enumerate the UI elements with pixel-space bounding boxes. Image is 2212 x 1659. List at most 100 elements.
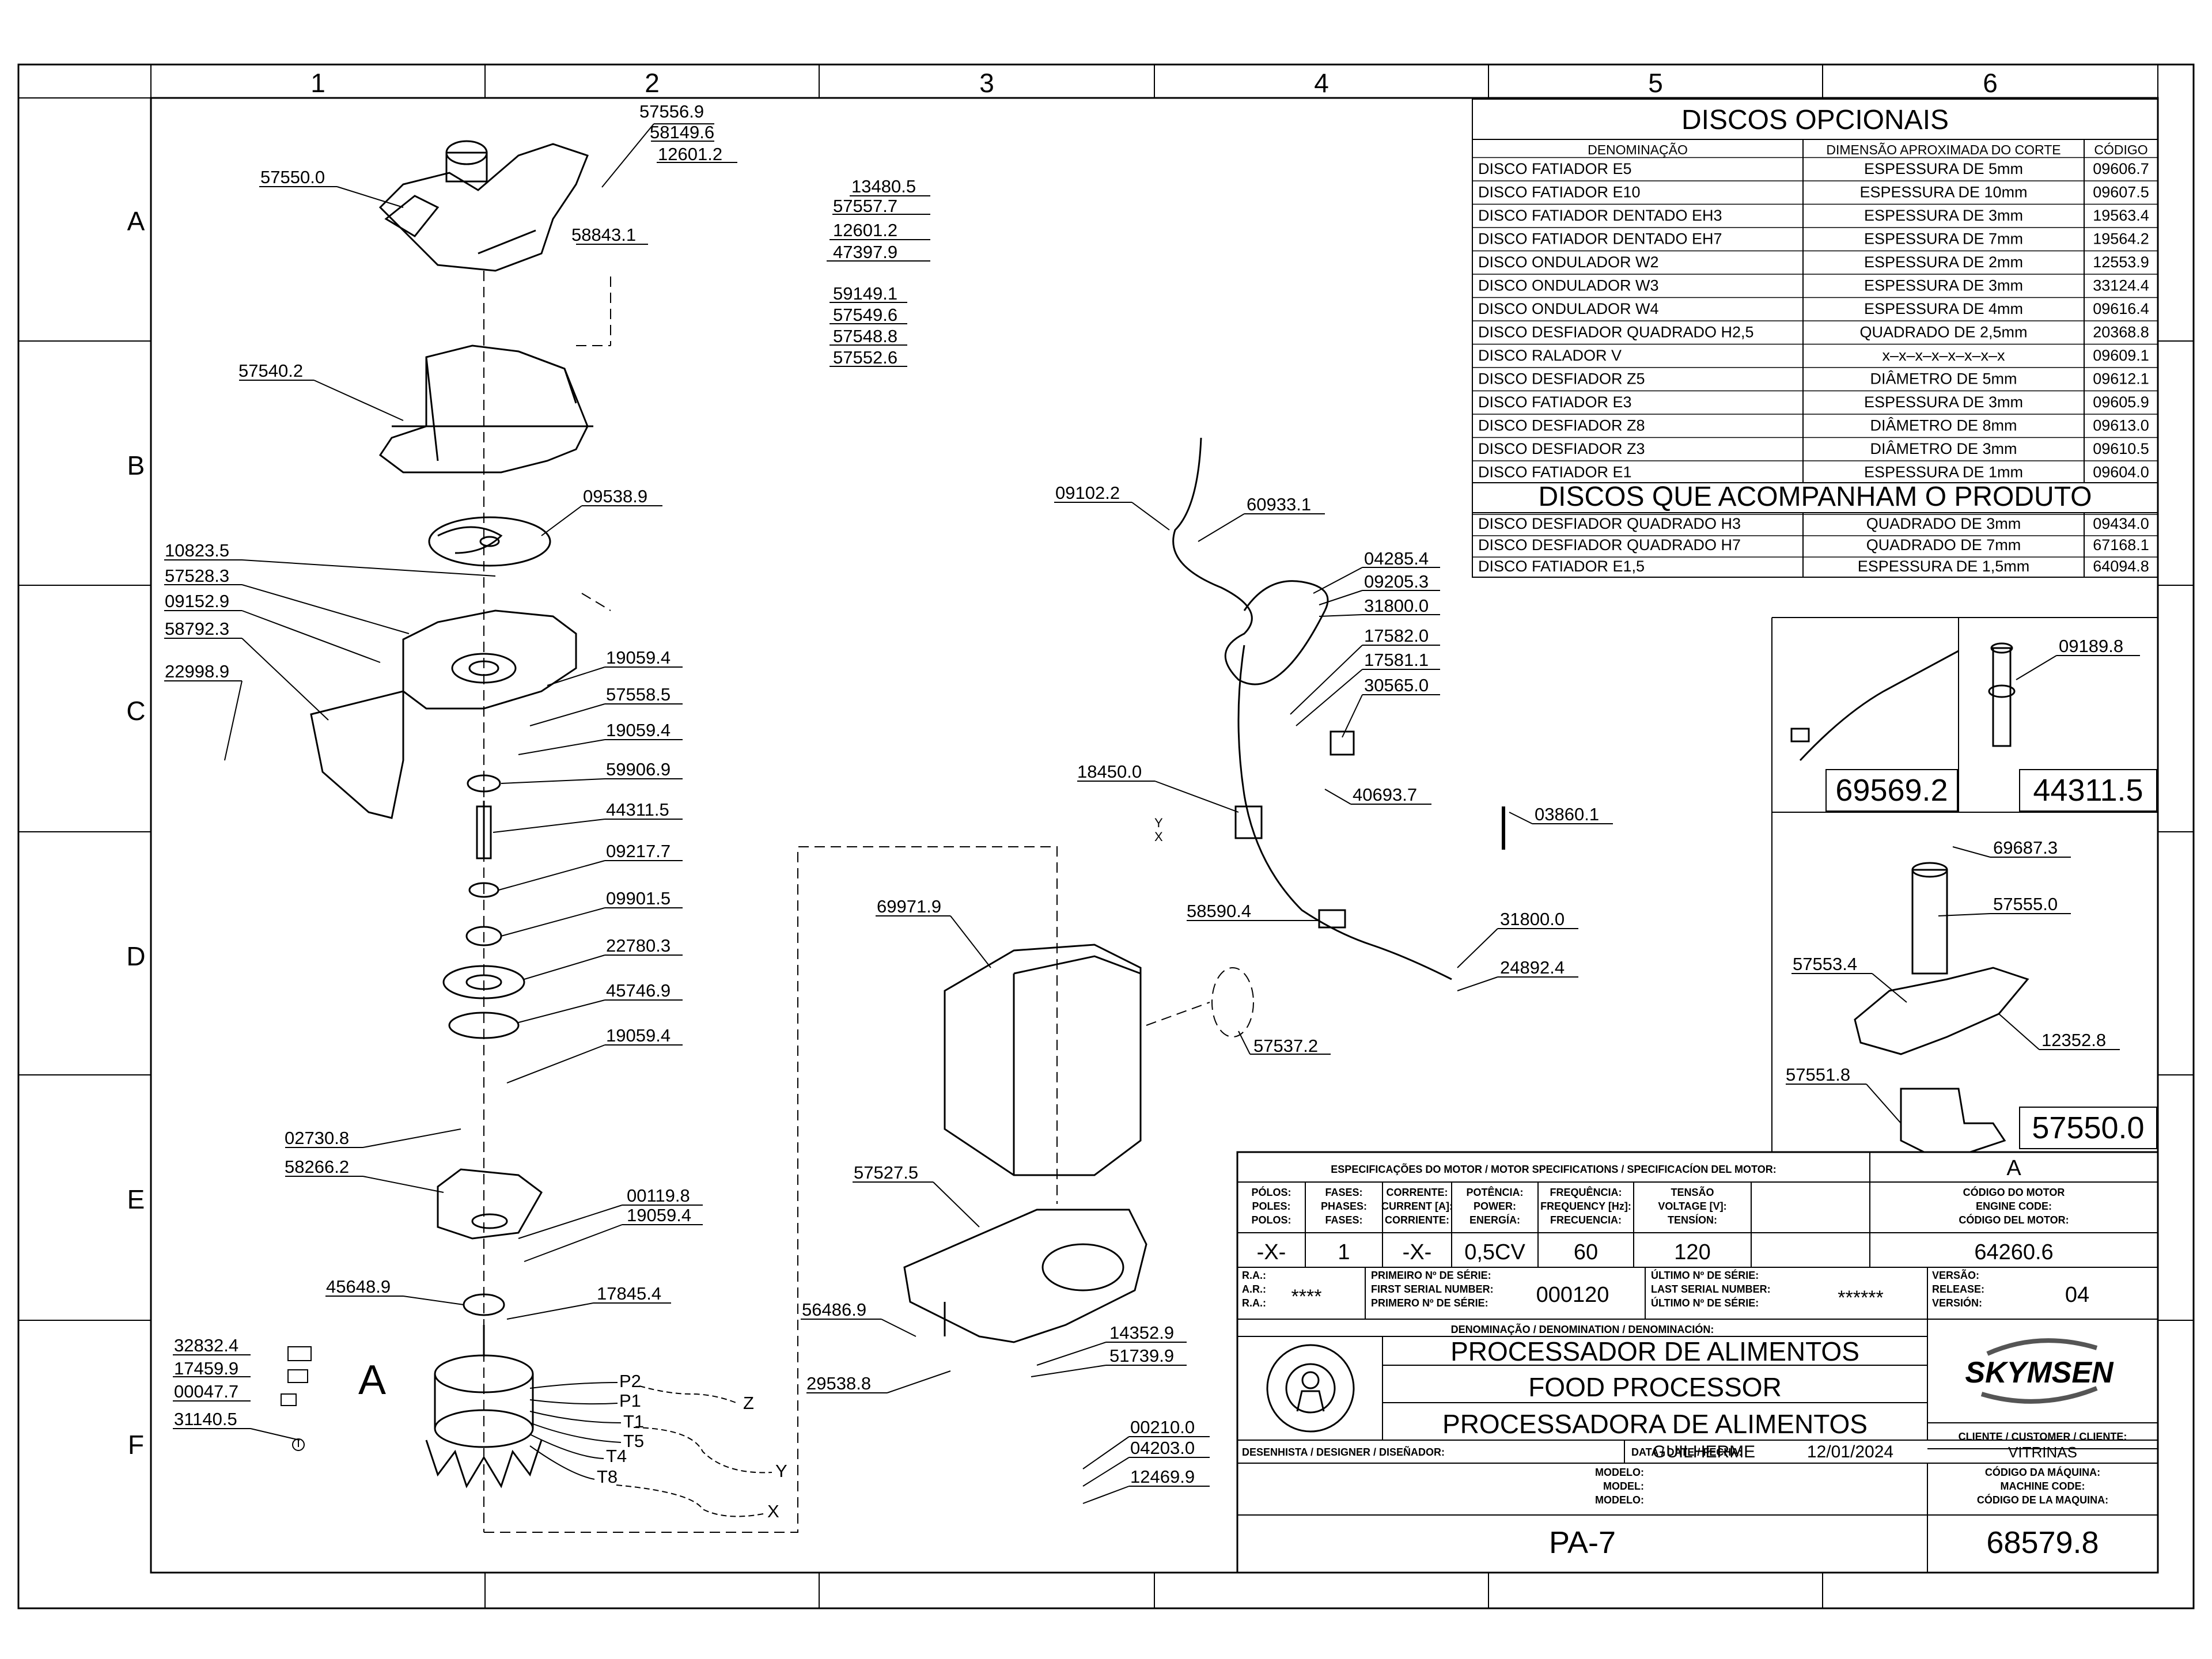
callout-leaders xyxy=(164,123,2140,1504)
wire-t8: T8 xyxy=(597,1467,618,1487)
label-19059-4-c: 19059.4 xyxy=(606,1025,671,1046)
discos_opcionais-row-3-col-2: 19564.2 xyxy=(2093,230,2149,248)
codigo-motor-label-en: ENGINE CODE: xyxy=(1976,1200,2052,1212)
label-03860-1: 03860.1 xyxy=(1535,804,1599,824)
label-29538-8: 29538.8 xyxy=(806,1373,871,1393)
label-59149-1: 59149.1 xyxy=(833,283,897,304)
discos_opcionais-row-8-col-1: x–x–x–x–x–x–x–x xyxy=(1882,347,2005,364)
discos-header-codigo: CÓDIGO xyxy=(2094,142,2147,157)
corrente-label-es: CORRIENTE: xyxy=(1385,1214,1449,1226)
label-09189-8: 09189.8 xyxy=(2059,636,2123,656)
val-ra: **** xyxy=(1291,1286,1322,1308)
label-04285-4: 04285.4 xyxy=(1364,548,1429,569)
discos_opcionais-row-5-col-2: 33124.4 xyxy=(2093,277,2149,294)
label-12469-9: 12469.9 xyxy=(1130,1467,1195,1487)
codigo-maquina-label-es: CÓDIGO DE LA MAQUINA: xyxy=(1977,1494,2108,1506)
label-45746-9: 45746.9 xyxy=(606,980,671,1001)
label-58590-4: 58590.4 xyxy=(1187,901,1251,921)
discos_opcionais-row-4-col-2: 12553.9 xyxy=(2093,253,2149,271)
discos_opcionais-row-10-col-0: DISCO FATIADOR E3 xyxy=(1478,393,1632,411)
val-polos: -X- xyxy=(1257,1240,1286,1264)
label-57557-7: 57557.7 xyxy=(833,196,897,216)
label-58792-3: 58792.3 xyxy=(165,619,229,639)
label-45648-9: 45648.9 xyxy=(326,1277,391,1297)
label-00210-0: 00210.0 xyxy=(1130,1417,1195,1437)
label-57551-8: 57551.8 xyxy=(1786,1065,1850,1085)
discos_opcionais-row-11-col-1: DIÂMETRO DE 8mm xyxy=(1870,416,2017,434)
box-title-44311-5: 44311.5 xyxy=(2033,773,2143,808)
discos_opcionais-row-13-col-2: 09604.0 xyxy=(2093,464,2149,481)
label-19059-4-b: 19059.4 xyxy=(606,720,671,740)
service-seal-icon xyxy=(1266,1344,1355,1433)
brand-logo: SKYMSEN xyxy=(1965,1356,2114,1389)
label-58266-2: 58266.2 xyxy=(285,1157,349,1177)
zone-row-e: E xyxy=(127,1184,145,1214)
base-drawing xyxy=(903,1209,1147,1343)
part-illustrations xyxy=(310,140,2029,1488)
label-57549-6: 57549.6 xyxy=(833,305,897,325)
discos_opcionais-row-11-col-2: 09613.0 xyxy=(2093,417,2149,434)
polos-label-en: POLES: xyxy=(1252,1200,1290,1212)
wire-y: Y xyxy=(775,1461,787,1481)
tensao-label-en: VOLTAGE [V]: xyxy=(1658,1200,1726,1212)
designer-label: DESENHISTA / DESIGNER / DISEÑADOR: xyxy=(1242,1446,1445,1458)
discos_opcionais-row-1-col-1: ESPESSURA DE 10mm xyxy=(1859,184,2027,201)
ra-label-1: R.A.: xyxy=(1242,1270,1266,1281)
discos_opcionais-row-8-col-0: DISCO RALADOR V xyxy=(1478,347,1622,364)
wire-y-plug: Y xyxy=(1154,816,1163,830)
motor-spec-header: ESPECIFICAÇÕES DO MOTOR / MOTOR SPECIFIC… xyxy=(1331,1163,1776,1175)
motor-mount-drawing xyxy=(437,1168,543,1240)
discos_opcionais-row-1-col-0: DISCO FATIADOR E10 xyxy=(1478,184,1641,201)
val-first-serial: 000120 xyxy=(1536,1283,1609,1307)
ra-label-2: A.R.: xyxy=(1242,1283,1266,1295)
discos_opcionais-row-7-col-0: DISCO DESFIADOR QUADRADO H2,5 xyxy=(1478,324,1754,341)
discos_opcionais-row-3-col-1: ESPESSURA DE 7mm xyxy=(1864,230,2023,248)
shaft-detail-drawing xyxy=(1988,642,2016,747)
discos_opcionais-row-6-col-2: 09616.4 xyxy=(2093,300,2149,317)
label-17459-9: 17459.9 xyxy=(174,1358,238,1378)
val-date: 12/01/2024 xyxy=(1807,1442,1893,1461)
wire-t1: T1 xyxy=(623,1411,644,1431)
label-57552-6: 57552.6 xyxy=(833,347,897,368)
wire-kit-drawing xyxy=(1790,650,1959,762)
wire-p1: P1 xyxy=(619,1391,641,1411)
val-frequencia: 60 xyxy=(1574,1240,1598,1264)
modelo-label-en: MODEL: xyxy=(1603,1480,1644,1492)
label-09217-7: 09217.7 xyxy=(606,841,671,861)
label-32832-4: 32832.4 xyxy=(174,1335,238,1355)
wire-p2: P2 xyxy=(619,1371,641,1391)
discos_opcionais-row-12-col-0: DISCO DESFIADOR Z3 xyxy=(1478,440,1645,457)
label-22998-9: 22998.9 xyxy=(165,661,229,681)
discos_opcionais-row-0-col-2: 09606.7 xyxy=(2093,160,2149,177)
wire-t5: T5 xyxy=(623,1431,644,1451)
zone-col-4: 4 xyxy=(1314,68,1329,98)
box-title-57550-0: 57550.0 xyxy=(2032,1111,2144,1145)
label-31140-5: 31140.5 xyxy=(174,1409,237,1429)
label-09538-9: 09538.9 xyxy=(583,486,647,506)
label-60933-1: 60933.1 xyxy=(1247,494,1311,514)
box-title-69569-2: 69569.2 xyxy=(1835,773,1948,808)
corrente-label-pt: CORRENTE: xyxy=(1387,1187,1448,1198)
discos_opcionais-row-13-col-0: DISCO FATIADOR E1 xyxy=(1478,464,1632,481)
denominacao-header: DENOMINAÇÃO / DENOMINATION / DENOMINACIÓ… xyxy=(1451,1323,1714,1335)
discos_produto-row-1-col-2: 67168.1 xyxy=(2093,536,2149,554)
val-modelo: PA-7 xyxy=(1549,1525,1616,1560)
discos_produto-row-0-col-1: QUADRADO DE 3mm xyxy=(1866,515,2021,532)
label-59906-9: 59906.9 xyxy=(606,759,671,779)
discos-opcionais-title: DISCOS OPCIONAIS xyxy=(1681,105,1949,135)
codigo-maquina-label-pt: CÓDIGO DA MÁQUINA: xyxy=(1985,1466,2100,1478)
power-cable-drawing xyxy=(1172,437,1452,980)
label-44311-5: 44311.5 xyxy=(606,800,669,820)
zone-row-c: C xyxy=(126,696,145,726)
discos_opcionais-row-10-col-2: 09605.9 xyxy=(2093,393,2149,411)
modelo-label-pt: MODELO: xyxy=(1595,1467,1644,1478)
discos_produto-row-2-col-2: 64094.8 xyxy=(2093,558,2149,575)
val-corrente: -X- xyxy=(1403,1240,1432,1264)
val-potencia: 0,5CV xyxy=(1464,1240,1525,1264)
frequencia-label-es: FRECUENCIA: xyxy=(1550,1214,1622,1226)
label-69971-9: 69971.9 xyxy=(877,896,941,916)
label-57527-5: 57527.5 xyxy=(854,1162,918,1183)
fases-label-es: FASES: xyxy=(1325,1214,1362,1226)
discos_opcionais-row-9-col-1: DIÂMETRO DE 5mm xyxy=(1870,370,2017,388)
disc-drawing xyxy=(428,516,551,567)
